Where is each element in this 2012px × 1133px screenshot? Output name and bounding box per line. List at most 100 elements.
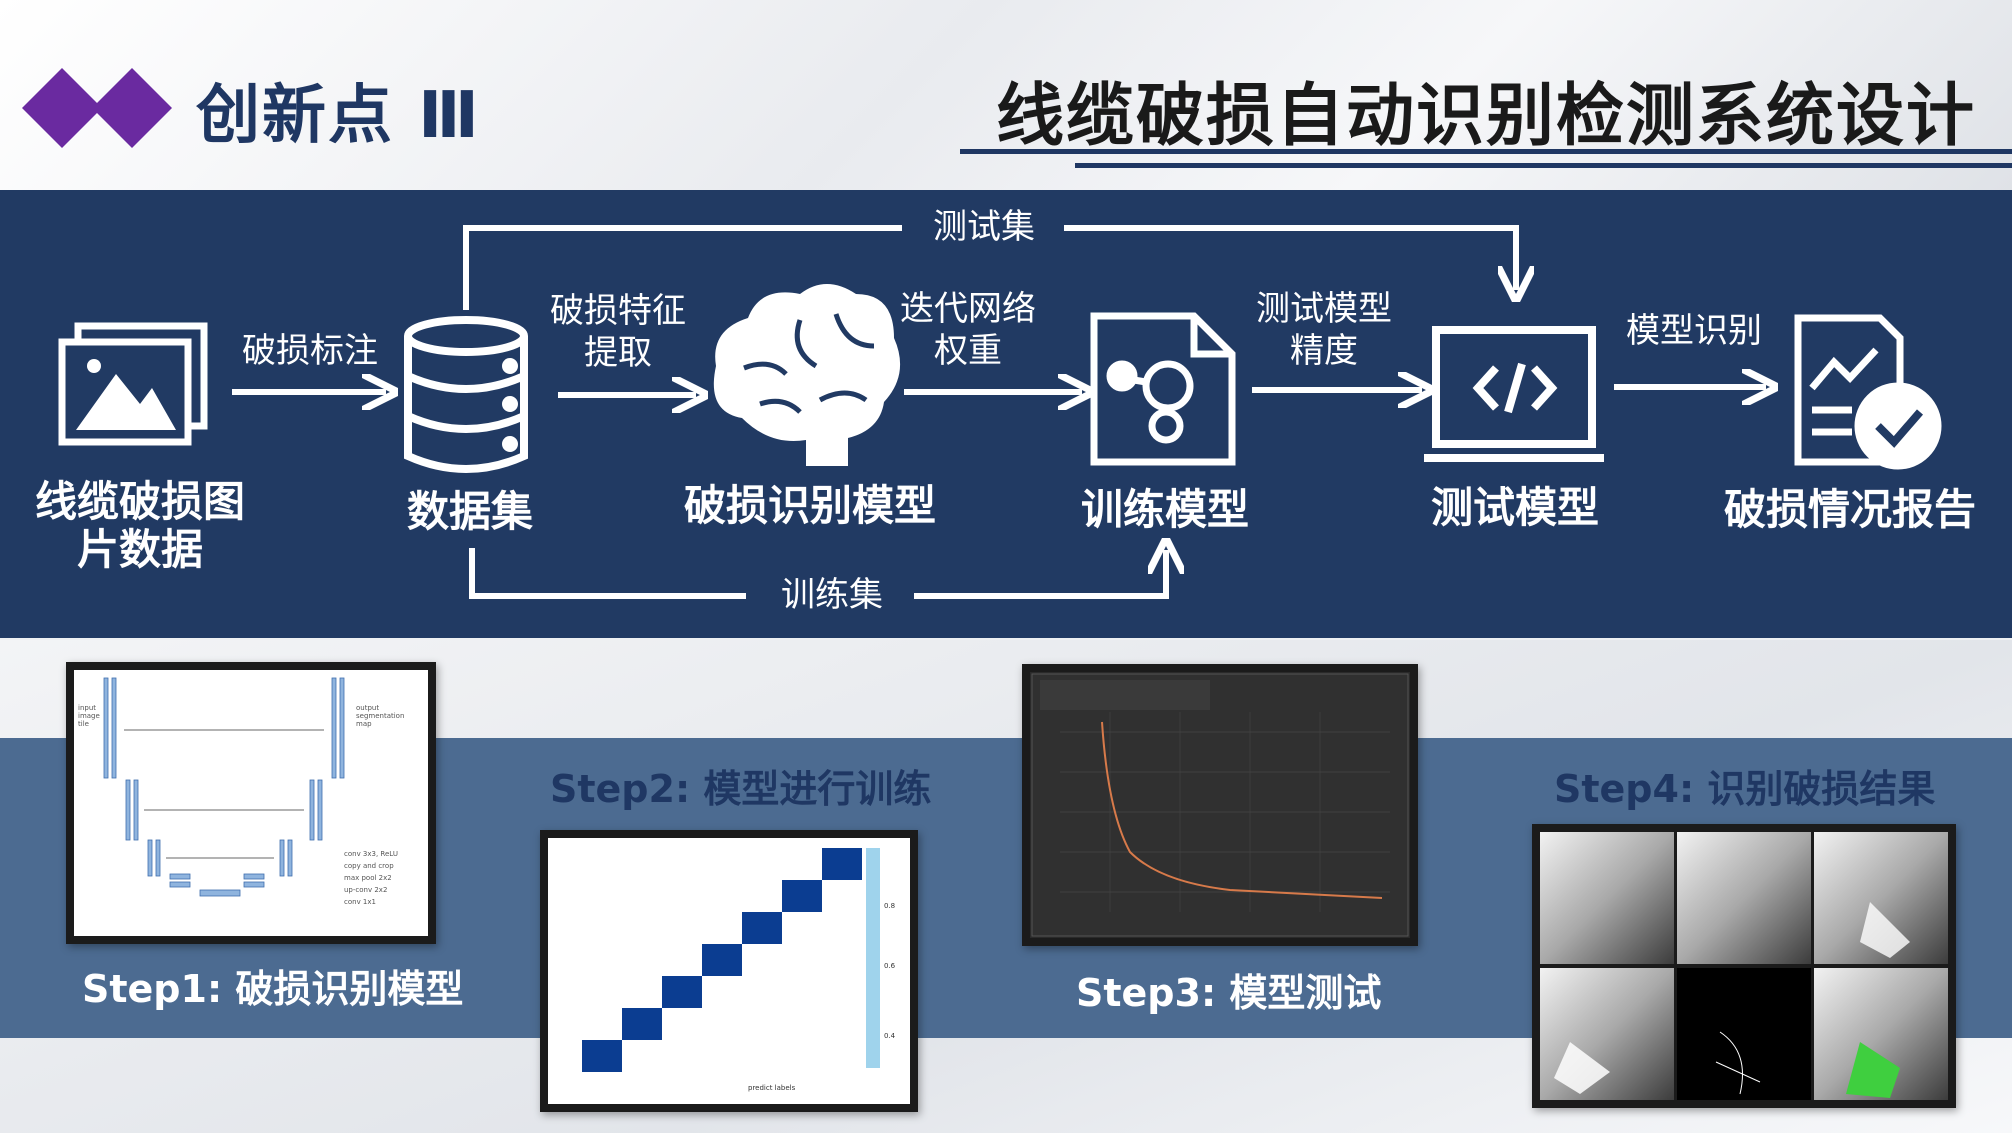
arrow-train-set	[469, 548, 746, 599]
header-background	[0, 0, 2012, 190]
matrix-cell	[742, 880, 782, 912]
matrix-cell	[822, 944, 862, 976]
matrix-cell	[702, 880, 742, 912]
matrix-cell	[702, 1008, 742, 1040]
matrix-cell	[742, 912, 782, 944]
edge-label-precision: 测试模型 精度	[1256, 289, 1392, 371]
matrix-cell	[742, 1040, 782, 1072]
step2-confusion-matrix: 0.8 0.6 0.4 predict labels	[540, 830, 918, 1112]
training-icon	[1090, 312, 1236, 466]
matrix-cell	[702, 944, 742, 976]
edge-label-annotate: 破损标注	[242, 331, 378, 371]
matrix-cell	[822, 1008, 862, 1040]
svg-text:predict labels: predict labels	[748, 1084, 796, 1092]
svg-text:conv 1x1: conv 1x1	[344, 898, 376, 906]
logo-icon	[22, 68, 172, 148]
svg-text:segmentation: segmentation	[356, 712, 404, 720]
matrix-cell	[822, 1040, 862, 1072]
svg-text:0.8: 0.8	[884, 902, 895, 910]
node-train-model: 训练模型	[1080, 485, 1249, 534]
matrix-cell	[622, 880, 662, 912]
svg-text:0.4: 0.4	[884, 1032, 896, 1040]
matrix-cell	[582, 848, 622, 880]
matrix-cell	[822, 912, 862, 944]
svg-text:map: map	[356, 720, 372, 728]
code-monitor-icon	[1424, 326, 1604, 462]
matrix-cell	[742, 976, 782, 1008]
matrix-cell	[782, 1040, 822, 1072]
matrix-cell	[622, 944, 662, 976]
matrix-cell	[582, 1040, 622, 1072]
node-test-model: 测试模型	[1430, 483, 1599, 532]
matrix-cell	[622, 1040, 662, 1072]
step2-label: Step2: 模型进行训练	[550, 767, 932, 811]
matrix-cell	[782, 1008, 822, 1040]
matrix-cell	[702, 976, 742, 1008]
matrix-cell	[782, 976, 822, 1008]
matrix-cell	[782, 944, 822, 976]
database-icon	[404, 316, 528, 473]
matrix-cell	[582, 976, 622, 1008]
matrix-cell	[582, 880, 622, 912]
title-rule-bottom	[1075, 163, 2012, 168]
edge-label-extract: 破损特征 提取	[550, 291, 686, 373]
matrix-cell	[702, 912, 742, 944]
matrix-cell	[662, 912, 702, 944]
main-title: 线缆破损自动识别检测系统设计	[995, 77, 1976, 156]
matrix-cell	[782, 848, 822, 880]
matrix-cell	[582, 912, 622, 944]
matrix-cell	[622, 976, 662, 1008]
step1-label: Step1: 破损识别模型	[82, 967, 464, 1011]
node-damage-model: 破损识别模型	[683, 481, 936, 530]
matrix-cell	[662, 944, 702, 976]
svg-text:conv 3x3, ReLU: conv 3x3, ReLU	[344, 850, 398, 858]
matrix-cell	[742, 1008, 782, 1040]
title-rule-top	[960, 149, 2012, 154]
svg-text:0.6: 0.6	[884, 962, 896, 970]
matrix-cell	[582, 944, 622, 976]
matrix-cell	[662, 1040, 702, 1072]
edge-label-iterate: 迭代网络 权重	[900, 289, 1036, 371]
edge-label-train-set: 训练集	[781, 575, 883, 615]
section-title: 创新点 Ⅲ	[196, 79, 481, 153]
matrix-cell	[822, 880, 862, 912]
matrix-cell	[742, 944, 782, 976]
edge-label-test-set: 测试集	[933, 207, 1035, 247]
svg-text:up-conv 2x2: up-conv 2x2	[344, 886, 387, 894]
step3-label: Step3: 模型测试	[1076, 971, 1382, 1015]
svg-text:output: output	[356, 704, 379, 712]
brain-icon	[713, 284, 901, 466]
matrix-cell	[702, 1040, 742, 1072]
matrix-cell	[662, 1008, 702, 1040]
node-report: 破损情况报告	[1723, 485, 1976, 534]
matrix-cell	[822, 976, 862, 1008]
arrow-test-set	[463, 225, 902, 310]
svg-text:image: image	[78, 712, 100, 720]
matrix-cell	[782, 912, 822, 944]
step4-results-grid	[1532, 824, 1956, 1108]
matrix-cell	[662, 880, 702, 912]
matrix-cell	[662, 976, 702, 1008]
matrix-cell	[622, 912, 662, 944]
matrix-cell	[622, 848, 662, 880]
matrix-cell	[742, 848, 782, 880]
matrix-cell	[622, 1008, 662, 1040]
step3-loss-screenshot	[1022, 664, 1418, 946]
step4-label: Step4: 识别破损结果	[1554, 767, 1936, 811]
matrix-cell	[822, 848, 862, 880]
edge-label-recognize: 模型识别	[1626, 311, 1762, 351]
svg-text:tile: tile	[78, 720, 89, 728]
matrix-cell	[782, 880, 822, 912]
node-image-data: 线缆破损图 片数据	[34, 477, 245, 574]
matrix-cell	[702, 848, 742, 880]
node-dataset: 数据集	[406, 487, 533, 536]
flow-diagram	[58, 225, 1942, 599]
svg-text:copy and crop: copy and crop	[344, 862, 394, 870]
report-check-icon	[1794, 314, 1942, 470]
matrix-cell	[582, 1008, 622, 1040]
svg-text:input: input	[78, 704, 96, 712]
svg-text:max pool 2x2: max pool 2x2	[344, 874, 392, 882]
matrix-cell	[662, 848, 702, 880]
image-icon	[58, 322, 208, 446]
